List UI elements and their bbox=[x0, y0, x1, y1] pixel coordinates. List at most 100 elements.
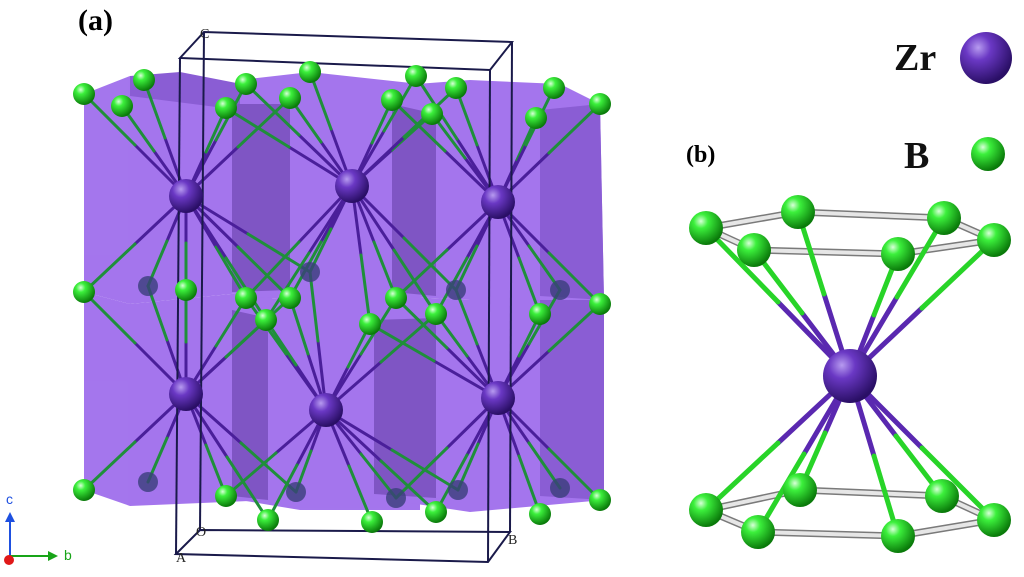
b-b-bond bbox=[756, 530, 900, 538]
polyhedron-mid-bottom-shade bbox=[232, 310, 268, 500]
b-atom bbox=[425, 303, 447, 325]
b-atom bbox=[529, 503, 551, 525]
zr-b-bond bbox=[244, 82, 301, 137]
b-atom bbox=[927, 201, 961, 235]
b-atom bbox=[425, 501, 447, 523]
zr-b-bond bbox=[394, 446, 449, 500]
b-atom bbox=[235, 287, 257, 309]
panel-a-unit-cell-view: C O A B (a) bbox=[73, 4, 611, 566]
b-atom bbox=[73, 83, 95, 105]
zr-b-bond bbox=[264, 251, 311, 322]
b-atom bbox=[73, 281, 95, 303]
cell-edge bbox=[487, 69, 491, 563]
zr-atom bbox=[335, 169, 369, 203]
b-atom bbox=[589, 489, 611, 511]
zr-b-bond bbox=[359, 253, 372, 326]
b-atom-behind bbox=[446, 280, 466, 300]
b-atom bbox=[111, 95, 133, 117]
b-atom bbox=[255, 309, 277, 331]
b-atom bbox=[215, 97, 237, 119]
legend-b-label: B bbox=[904, 135, 929, 177]
cell-edge bbox=[199, 31, 205, 531]
a-axis-label: a bbox=[3, 561, 10, 575]
cell-top-face bbox=[177, 30, 515, 72]
zr-b-bond bbox=[82, 242, 137, 294]
b-atom bbox=[881, 519, 915, 553]
b-atom bbox=[405, 65, 427, 87]
b-atom bbox=[925, 479, 959, 513]
b-atom bbox=[737, 233, 771, 267]
element-legend: Zr B bbox=[894, 32, 1012, 177]
cell-corner-label-a: A bbox=[176, 551, 187, 566]
zr-b-bond bbox=[236, 96, 292, 149]
b-atom-behind bbox=[138, 472, 158, 492]
b-atom bbox=[215, 485, 237, 507]
b-atom-sphere-icon bbox=[971, 137, 1005, 171]
b-atom bbox=[589, 293, 611, 315]
b-atom-behind bbox=[550, 478, 570, 498]
zr-b-bond bbox=[82, 440, 137, 492]
zr-atom bbox=[169, 377, 203, 411]
zr-b-bond bbox=[547, 102, 602, 155]
zr-atom bbox=[481, 381, 515, 415]
b-atom bbox=[133, 69, 155, 91]
zr-atom bbox=[169, 179, 203, 213]
b-atom-behind bbox=[448, 480, 468, 500]
b-atom-behind bbox=[286, 482, 306, 502]
polyhedron-right-edge-shade-lower bbox=[540, 300, 604, 500]
polyhedron-right-bottom-shade bbox=[374, 318, 436, 498]
b-atom bbox=[589, 93, 611, 115]
zr-b-bond bbox=[390, 98, 447, 153]
b-atom bbox=[741, 515, 775, 549]
panel-b-zr-coordination: (b) bbox=[686, 142, 1011, 553]
b-atom bbox=[385, 287, 407, 309]
zr-b-bond bbox=[82, 92, 137, 147]
zr-b-bond bbox=[394, 248, 449, 300]
zr-atom bbox=[481, 185, 515, 219]
b-atom-behind bbox=[300, 262, 320, 282]
c-axis-label: c bbox=[6, 491, 13, 507]
b-atom bbox=[279, 287, 301, 309]
b-atom-behind bbox=[550, 280, 570, 300]
b-b-bond bbox=[752, 248, 900, 256]
zr-b-bond bbox=[308, 270, 320, 343]
b-atom bbox=[421, 103, 443, 125]
b-atom bbox=[175, 279, 197, 301]
b-axis-label: b bbox=[64, 547, 72, 563]
b-atom bbox=[235, 73, 257, 95]
a-axis-dot bbox=[4, 555, 14, 565]
zr-b-bond bbox=[547, 447, 602, 502]
b-axis-arrowhead bbox=[48, 551, 58, 561]
panel-a-label: (a) bbox=[78, 4, 113, 37]
b-atom bbox=[689, 493, 723, 527]
b-atom bbox=[525, 107, 547, 129]
zr-b-bond bbox=[82, 290, 137, 345]
cell-edge bbox=[175, 57, 181, 555]
zr-b-bond bbox=[225, 455, 270, 522]
zr-b-bond bbox=[547, 251, 602, 306]
atoms-panel-b bbox=[689, 195, 1011, 553]
b-atom bbox=[73, 479, 95, 501]
zr-b-bond bbox=[236, 245, 292, 300]
b-b-bond bbox=[796, 210, 946, 220]
b-atom-behind bbox=[138, 276, 158, 296]
b-atom bbox=[361, 511, 383, 533]
zr-b-bond bbox=[244, 240, 301, 300]
unit-cell-box bbox=[173, 30, 515, 564]
zr-b-bond bbox=[379, 312, 438, 364]
b-atom bbox=[543, 77, 565, 99]
zr-atom bbox=[309, 393, 343, 427]
zr-b-bond bbox=[224, 106, 291, 149]
b-atom bbox=[781, 195, 815, 229]
zr-atom-sphere-icon bbox=[960, 32, 1012, 84]
b-atom bbox=[881, 237, 915, 271]
atoms-panel-a bbox=[73, 61, 611, 533]
cell-edge bbox=[509, 41, 513, 533]
b-b-bond bbox=[798, 488, 944, 498]
cell-bottom-face bbox=[173, 528, 512, 564]
c-axis-arrowhead bbox=[5, 512, 15, 522]
zr-b-bond bbox=[394, 296, 449, 350]
b-atom bbox=[445, 77, 467, 99]
zr-b-bond bbox=[368, 322, 436, 363]
zr-atom-center bbox=[823, 349, 877, 403]
